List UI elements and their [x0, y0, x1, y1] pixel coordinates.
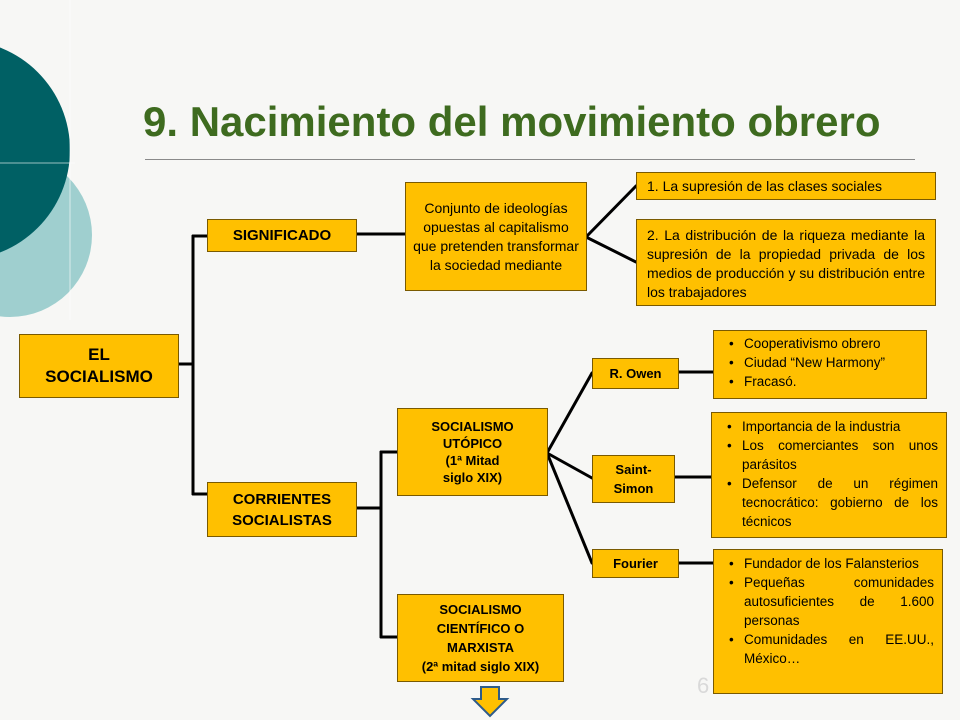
list-item: Importancia de la industria	[727, 417, 938, 436]
list-item: Cooperativismo obrero	[729, 334, 920, 353]
title-divider	[145, 159, 915, 160]
saint-simon-notes-node: Importancia de la industria Los comercia…	[711, 412, 947, 538]
significado-node: SIGNIFICADO	[207, 219, 357, 252]
list-item: Fundador de los Falansterios	[729, 554, 934, 573]
corrientes-node: CORRIENTES SOCIALISTAS	[207, 482, 357, 537]
cientifico-node: SOCIALISMO CIENTÍFICO O MARXISTA (2ª mit…	[397, 594, 564, 682]
list-item: Pequeñas comunidades autosuficientes de …	[729, 573, 934, 630]
slide-title: 9. Nacimiento del movimiento obrero	[143, 98, 881, 145]
thinker-fourier-node: Fourier	[592, 549, 679, 578]
list-item: Ciudad “New Harmony”	[729, 353, 920, 372]
fourier-notes-node: Fundador de los Falansterios Pequeñas co…	[713, 549, 943, 694]
list-item: Comunidades en EE.UU., México…	[729, 630, 934, 668]
page-number: 6	[697, 673, 710, 698]
root-node: EL SOCIALISMO	[19, 334, 179, 398]
point-1-node: 1. La supresión de las clases sociales	[636, 172, 936, 200]
circles-decoration	[0, 0, 92, 320]
owen-notes-node: Cooperativismo obrero Ciudad “New Harmon…	[713, 330, 927, 399]
utopico-node: SOCIALISMO UTÓPICO (1ª Mitad siglo XIX)	[397, 408, 548, 496]
point-2-node: 2. La distribución de la riqueza mediant…	[636, 219, 936, 306]
thinker-saint-simon-node: Saint- Simon	[592, 455, 675, 503]
list-item: Fracasó.	[729, 372, 920, 391]
list-item: Los comerciantes son unos parásitos	[727, 436, 938, 474]
thinker-owen-node: R. Owen	[592, 358, 679, 389]
definition-node: Conjunto de ideologías opuestas al capit…	[405, 182, 587, 291]
list-item: Defensor de un régimen tecnocrático: gob…	[727, 474, 938, 531]
arrow-down-icon[interactable]	[470, 686, 510, 718]
